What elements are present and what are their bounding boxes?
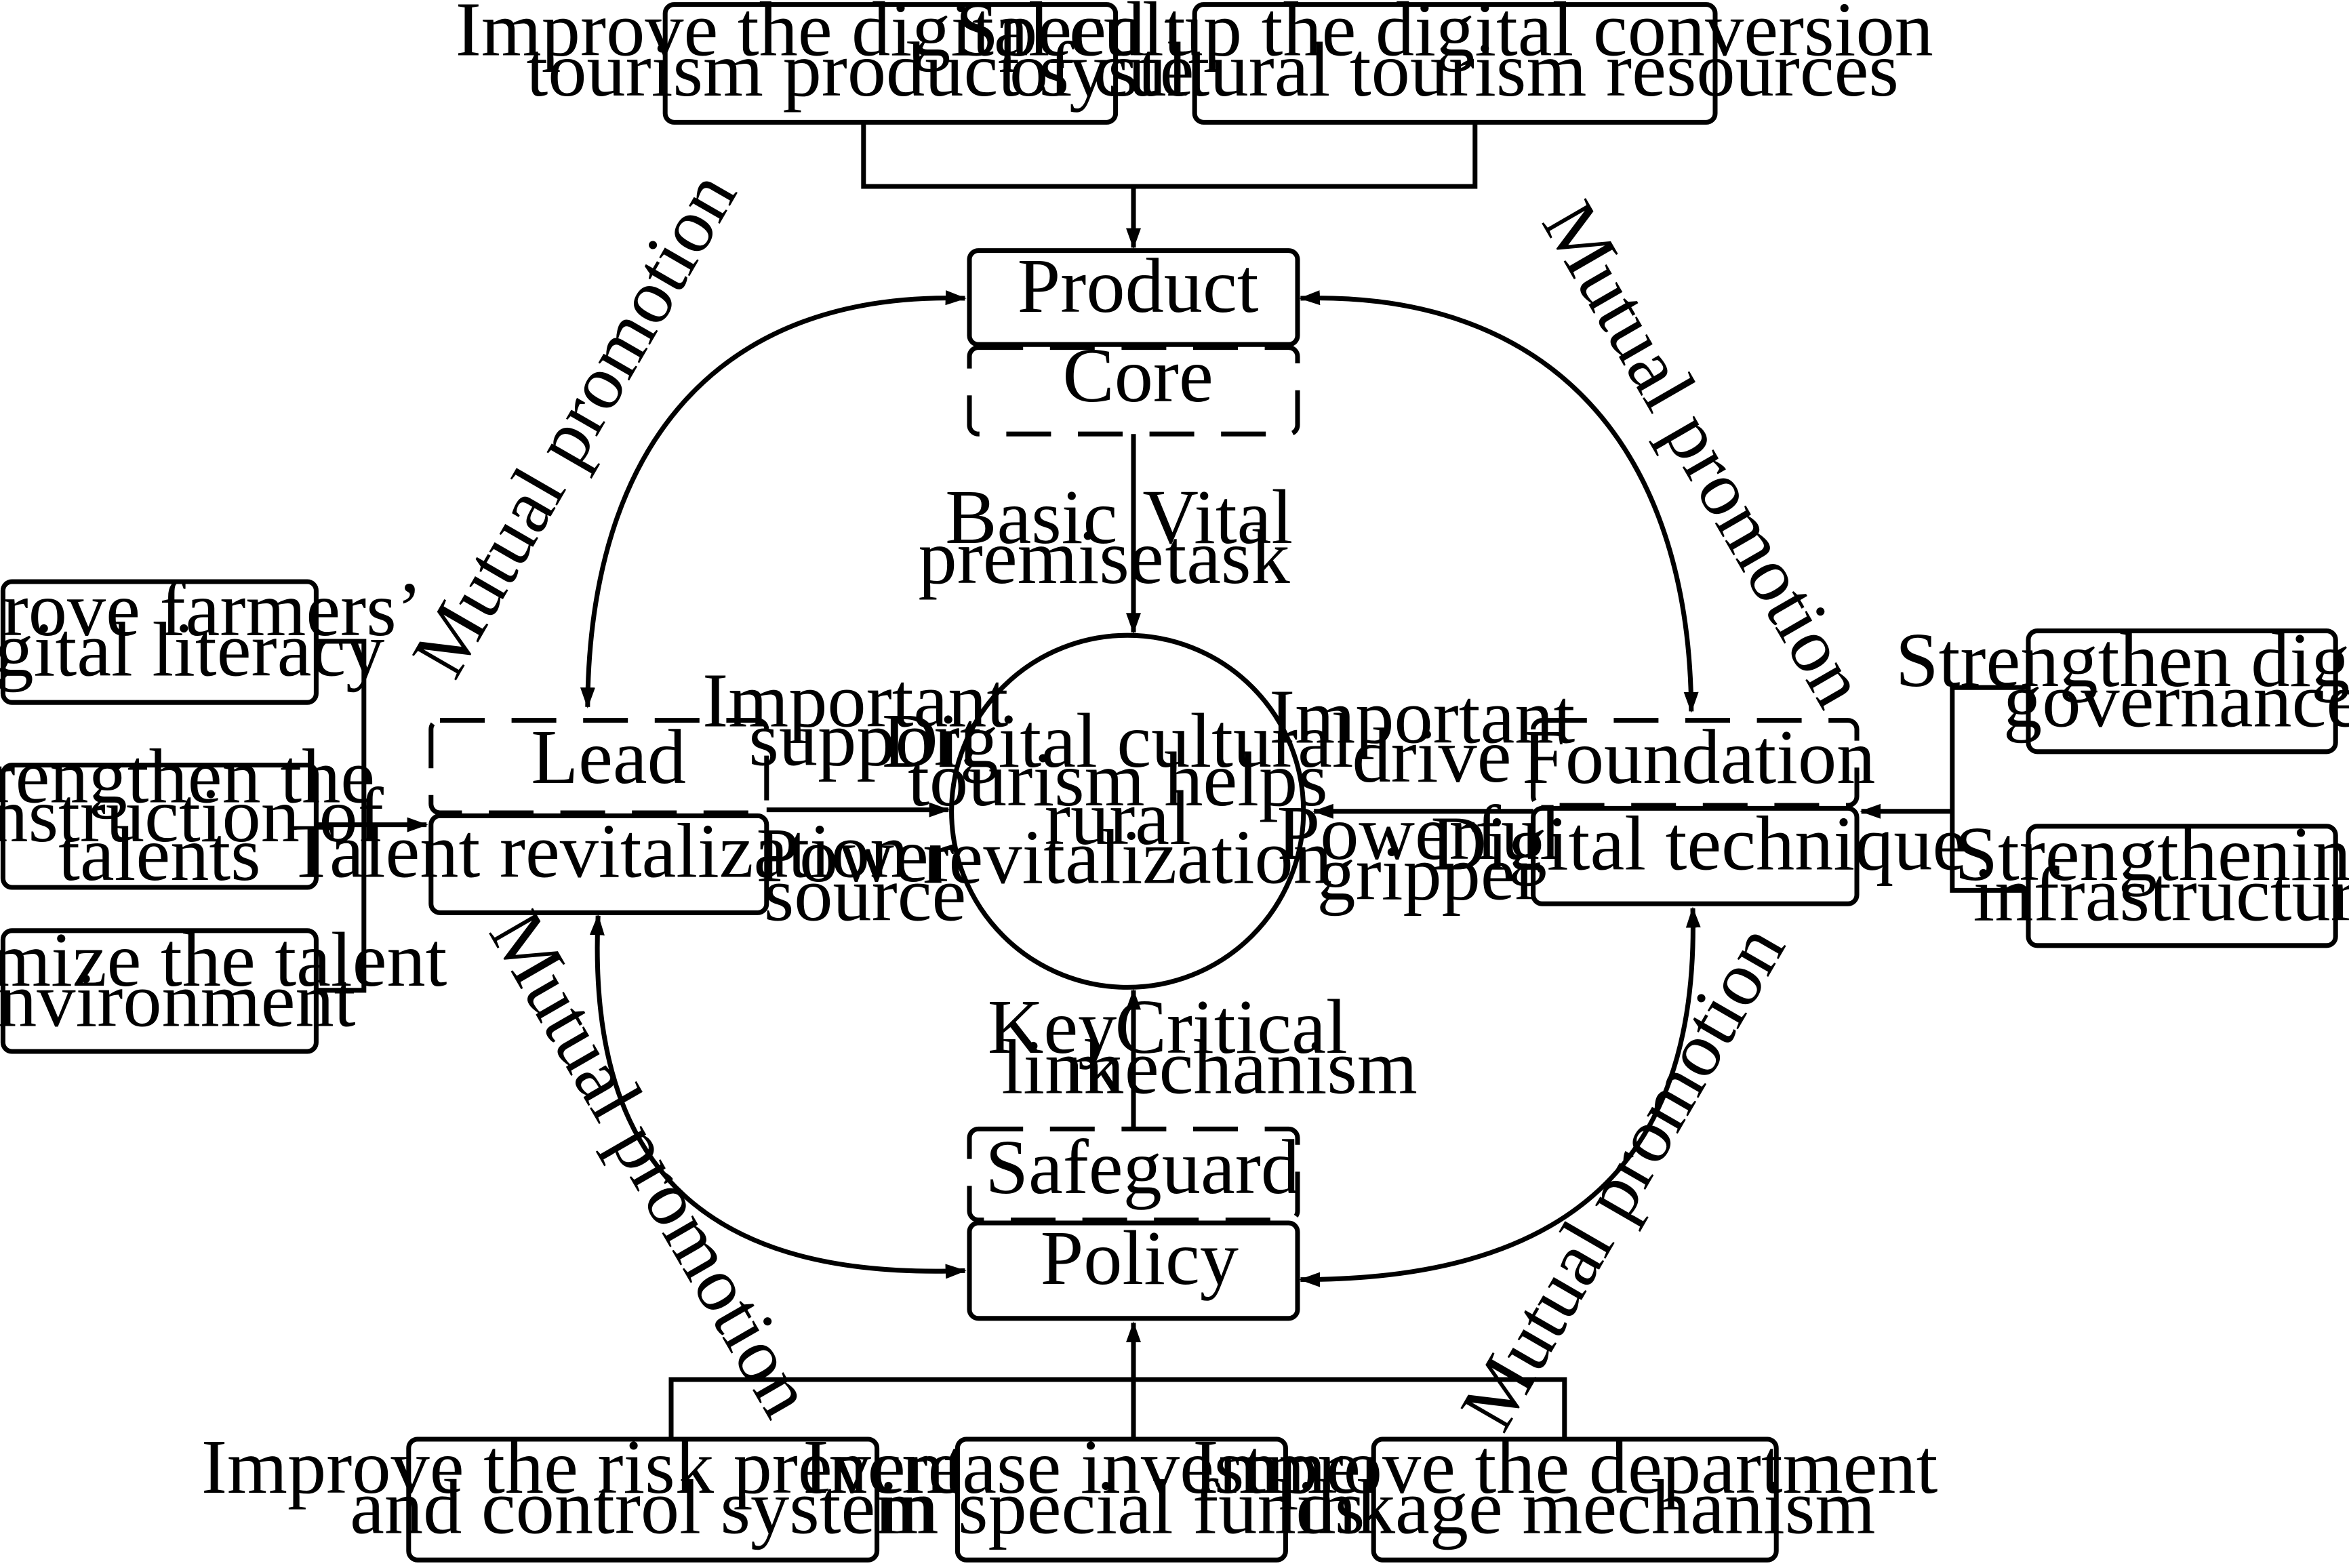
lead-label: Lead [531,714,686,800]
bottom-input-1-line-1: Improve the risk prevention [201,1424,1065,1510]
left-input-3-line-1: Optimize the talent [0,917,447,1003]
center-line-3: rural [1045,775,1191,861]
power-source-line-1: Power [757,812,955,898]
safeguard-dashed-box [967,1126,1300,1223]
mutual-promotion-bottom-left: Mutual promotion [473,897,831,1430]
product-box [967,248,1300,347]
left-input-2-line-1: Strengthen the [0,733,375,820]
top-input-1-line-1: Improve the digital cultural [456,0,1306,72]
left-input-1-line-1: Improve farmers’ [0,566,422,652]
top-input-1-line-2: tourism product system [526,26,1254,113]
right-input-digital-governance: Strengthen digital governance [1895,617,2349,755]
digital-technique-label: Digital technique [1430,801,1967,887]
svg-text:Speed up the digital conversio: Speed up the digital conversion of cultu… [956,0,1953,113]
lead-dashed-box [428,718,769,816]
top-input-2-line-2: of cultural tourism resources [1009,26,1899,113]
svg-text:Improve farmers’ digit: Improve farmers’ digital literacy [0,566,441,692]
bottom-input-2-line-2: in special funds [878,1464,1365,1550]
product-label: Product [1018,243,1259,329]
talent-revitalization-label: Talent revitalization [287,808,908,894]
svg-text:Strengthen digital gov: Strengthen digital governance [1895,617,2349,743]
key-link-label: Key link [988,984,1136,1110]
powerful-gripper-line-2: gripper [1317,830,1540,917]
powerful-gripper-label: Powerful gripper [1277,790,1581,916]
foundation-dashed-box [1531,718,1860,808]
center-line-2: tourism helps [908,736,1328,822]
right-input-2-line-1: Strengthening [1954,811,2349,897]
mutual-promotion-bottom-right: Mutual promotion [1443,910,1801,1444]
vital-task-label: Vital task [1142,474,1312,600]
arc-bottom-right [1299,906,1701,1287]
bottom-input-risk-prevention: Improve the risk prevention and control … [201,1424,1084,1563]
arc-bottom-left [589,914,967,1279]
power-source-line-2: source [764,851,967,937]
foundation-label: Foundation [1522,714,1875,800]
left-input-digital-literacy: Improve farmers’ digital literacy [0,566,441,705]
vital-task-line-2: task [1165,514,1290,600]
digital-technique-box [1531,805,1860,906]
core-dashed-box [967,345,1300,437]
top-inputs-connector [861,122,1478,189]
svg-text:Increase investment in: Increase investment in special funds [803,1424,1440,1550]
bottom-input-3-line-2: linkage mechanism [1274,1464,1875,1550]
top-input-resource-conversion: Speed up the digital conversion of cultu… [956,0,1953,125]
key-link-line-1: Key [988,984,1117,1070]
bottom-input-1-line-2: and control system [350,1464,936,1550]
left-input-1-line-2: digital literacy [0,607,384,693]
left-input-2-line-2: construction of [0,772,384,858]
center-circle [949,632,1306,990]
svg-text:Improve the risk prevention: Improve the risk prevention and control … [201,1424,1084,1550]
important-support-label: Important support [702,657,1028,782]
svg-text:Improve the department: Improve the department linkage mechanism [1192,1424,1957,1550]
critical-mechanism-line-2: mechanism [1064,1024,1418,1110]
basic-premise-label: Basic premise [919,474,1164,600]
basic-premise-line-1: Basic [945,474,1117,560]
left-inputs-connector [316,639,367,993]
left-input-2-line-3: talents [58,811,261,897]
left-input-talent-construction: Strengthen the construction of talents [0,733,403,897]
critical-mechanism-label: Critical mechanism [1064,984,1418,1110]
right-input-2-line-2: infrastructure [1973,851,2349,937]
basic-premise-line-2: premise [919,514,1164,600]
safeguard-label: Safeguard [985,1124,1300,1210]
svg-text:Strengthening infrastr: Strengthening infrastructure [1954,811,2349,937]
left-input-3-line-2: environment [0,957,356,1043]
talent-revitalization-box [428,813,769,915]
policy-label: Policy [1041,1215,1239,1301]
mutual-promotion-top-right: Mutual promotion [1526,187,1884,721]
bottom-inputs-connector [668,1377,1567,1440]
center-line-1: Digital cultural [882,698,1354,784]
mutual-promotion-top-left: Mutual promotion [395,157,753,691]
important-drive-line-2: drive [1352,712,1511,799]
svg-text:Improve the digital cultural: Improve the digital cultural tourism pro… [456,0,1325,113]
center-line-4: revitalization [923,813,1331,900]
bottom-input-special-funds: Increase investment in special funds [803,1424,1440,1563]
policy-box [967,1220,1300,1321]
top-input-product-system: Improve the digital cultural tourism pro… [456,0,1325,125]
bottom-input-2-line-1: Increase investment [803,1424,1421,1510]
power-source-label: Power source [757,812,974,937]
svg-text:Optimize the talent en: Optimize the talent environment [0,917,466,1043]
arc-top-left [580,290,967,708]
key-link-line-2: link [1001,1024,1123,1110]
arc-top-right [1299,290,1699,713]
core-label: Core [1062,332,1213,418]
right-input-1-line-2: governance [2003,657,2349,743]
bottom-input-3-line-1: Improve the department [1192,1424,1938,1510]
vital-task-line-1: Vital [1142,474,1293,560]
right-inputs-connector [1950,685,2029,893]
left-input-talent-environment: Optimize the talent environment [0,917,466,1054]
top-input-2-line-1: Speed up the digital conversion [956,0,1933,72]
svg-text:Strengthen the constru: Strengthen the construction of talents [0,733,403,897]
important-support-line-2: support [748,696,981,782]
center-text: Digital cultural tourism helps rural rev… [882,698,1373,900]
right-input-infrastructure: Strengthening infrastructure [1954,811,2349,948]
bottom-input-department-linkage: Improve the department linkage mechanism [1192,1424,1957,1563]
powerful-gripper-line-1: Powerful [1277,790,1561,876]
